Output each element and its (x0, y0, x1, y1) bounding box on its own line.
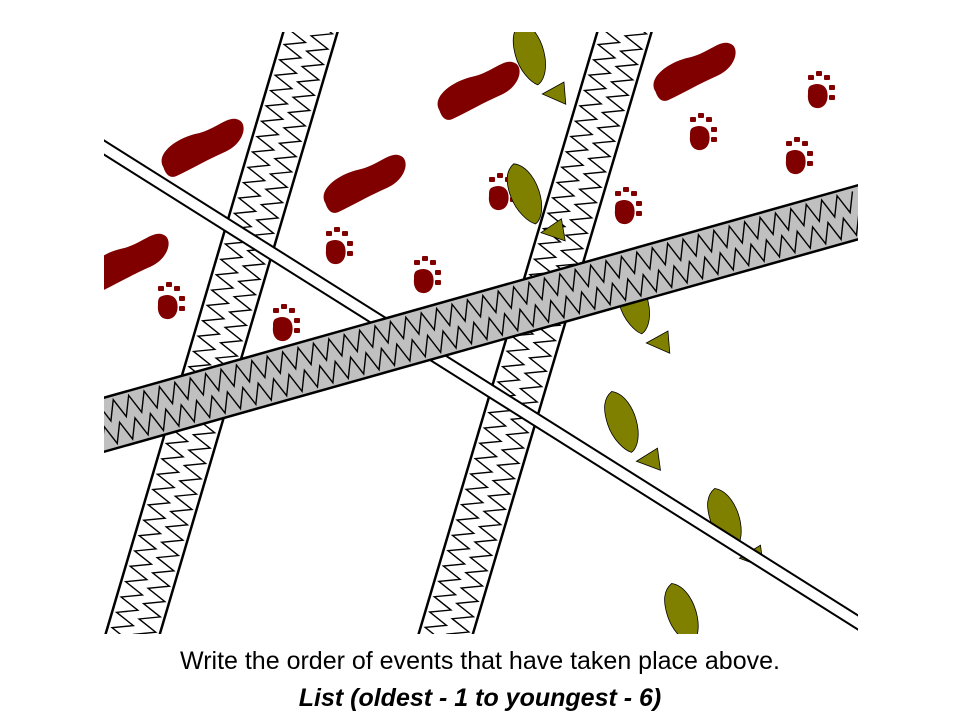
bird-track (604, 391, 661, 471)
paw-print (157, 282, 185, 320)
bird-track (506, 163, 566, 242)
human-footprint (161, 118, 244, 177)
paw-print (413, 256, 441, 294)
bird-track (512, 32, 567, 105)
instruction-subtitle: List (oldest - 1 to youngest - 6) (298, 684, 662, 712)
paw-print (807, 71, 835, 109)
paw-print (488, 173, 516, 211)
human-footprint (104, 233, 169, 292)
tire-track-left (104, 32, 339, 634)
animal-paw-prints (157, 71, 835, 342)
bird-track (664, 583, 699, 634)
human-footprints (104, 42, 736, 292)
instruction-text: Write the order of events that have take… (180, 647, 780, 675)
human-footprint (437, 61, 520, 120)
paw-print (689, 113, 717, 151)
human-footprint (653, 42, 736, 101)
paw-print (785, 137, 813, 175)
bird-tracks (506, 32, 764, 634)
track-diagram (104, 32, 858, 634)
paw-print (272, 304, 300, 342)
gray-tire-track (104, 183, 858, 454)
paw-print (614, 187, 642, 225)
paw-print (325, 227, 353, 265)
thin-double-line (104, 139, 858, 631)
human-footprint (323, 154, 406, 213)
